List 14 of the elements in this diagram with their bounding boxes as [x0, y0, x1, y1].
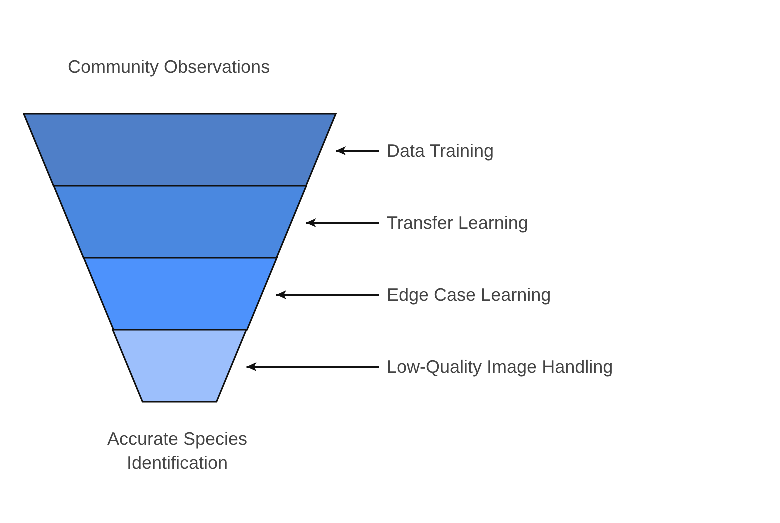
arrow: [336, 146, 379, 156]
bottom-label: Accurate Species Identification: [106, 428, 249, 475]
step-label: Edge Case Learning: [387, 284, 552, 306]
step-label: Transfer Learning: [387, 212, 528, 234]
funnel-band: [54, 186, 306, 258]
funnel-band: [113, 330, 247, 402]
arrow: [246, 362, 379, 372]
funnel-band: [24, 114, 336, 186]
arrow: [306, 218, 379, 228]
funnel-band: [84, 258, 276, 330]
step-label: Low-Quality Image Handling: [387, 356, 614, 378]
step-label: Data Training: [387, 140, 494, 162]
arrow: [276, 290, 379, 300]
top-label: Community Observations: [68, 56, 270, 78]
